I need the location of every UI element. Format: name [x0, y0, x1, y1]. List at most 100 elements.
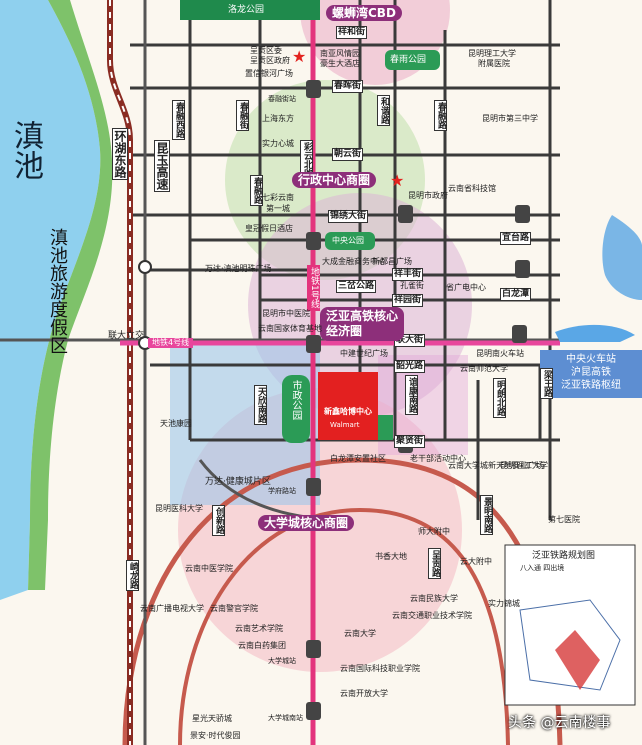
interchange-icon	[138, 260, 152, 274]
road-chuangxin: 创新路	[212, 505, 225, 536]
road-shaoguang: 韶光路	[394, 360, 426, 373]
label-yunnanxinxin: 云南大学城新天地商业广场	[448, 461, 544, 470]
label-chenggongqu: 呈贡区委	[250, 46, 282, 55]
park-chunyu: 春雨公园	[390, 55, 427, 65]
road-sanqu: 三岔公路	[336, 280, 377, 293]
lake-shore	[28, 0, 113, 590]
chunyu-park	[385, 50, 440, 70]
center-building	[318, 372, 378, 440]
label-kunmingshida: 昆明理工大学	[468, 49, 516, 58]
label-qicai: 七彩云南	[262, 193, 294, 202]
road-hehe: 和谐路	[377, 95, 390, 126]
road-baishao: 白龙潭	[500, 288, 532, 301]
hub-line1: 中央火车站	[566, 354, 616, 365]
road-kunyu: 昆玉高速	[154, 140, 170, 192]
subway4-label: 地铁4号线	[148, 338, 194, 348]
label-lianda-lijiao: 联大立交	[108, 331, 145, 341]
luolong-park	[180, 0, 320, 20]
road-xiangyuan: 祥园街	[392, 294, 424, 307]
label-baiyun: 白龙潭安置社区	[330, 454, 386, 463]
road-jinxiu: 锦绣大街	[328, 210, 369, 223]
label-kunmingzhongyi: 昆明市中医院	[262, 309, 310, 318]
label-wanda-dianchi: 万达·滇池明珠广场	[205, 264, 272, 273]
road-xiangfeng: 祥丰街	[392, 268, 424, 281]
park-civic: 市政公园	[290, 380, 301, 420]
label-yunnanjiaotong: 云南交通职业技术学院	[392, 611, 472, 620]
small-lake	[602, 215, 642, 300]
area-uni: 大学城核心商圈	[258, 515, 355, 531]
label-diqi: 第七医院	[548, 515, 580, 524]
label-yunnanguangdian: 云南广播电视大学	[140, 604, 204, 613]
star-icon: ★	[292, 47, 306, 66]
label-zhixin: 置信银河广场	[245, 69, 293, 78]
label-shanghai: 上海东方	[262, 114, 294, 123]
label-xinglong: 星光天骄城	[192, 714, 232, 723]
road-chunrong-mid: 春融街	[236, 100, 249, 131]
label-shuxiang: 书香大地	[375, 552, 407, 561]
station-label: 大学城南站	[268, 714, 303, 722]
road-chunhui: 春晖街	[332, 80, 364, 93]
label-fushu: 附属医院	[478, 59, 510, 68]
label-yunnanguoji: 云南国际科技职业学院	[340, 664, 420, 673]
small-park	[375, 415, 393, 440]
station-markers	[306, 80, 530, 720]
road-jingming: 景明南路	[480, 495, 493, 535]
label-kunminglg: 昆明理工大学	[500, 461, 548, 470]
area-cbd: 螺蛳湾CBD	[326, 5, 402, 21]
central-park	[325, 232, 375, 250]
lake-name: 滇池	[8, 120, 43, 180]
label-chenggongzhengfu: 呈贡区政府	[250, 56, 290, 65]
label-shili: 实力心城	[262, 139, 294, 148]
road-xianghe: 祥和街	[336, 26, 368, 39]
station-label: 春融街站	[268, 95, 296, 103]
road-liangcheng: 梁王路	[540, 368, 553, 399]
label-nanyafeng: 南亚风情园	[320, 49, 360, 58]
label-shengguang: 省广电中心	[446, 283, 486, 292]
label-kunmingyike: 昆明医科大学	[155, 504, 203, 513]
label-haozhuang: 豪生大酒店	[320, 59, 360, 68]
label-yunnanda-fz: 云大附中	[460, 557, 492, 566]
road-chunrong-e2: 春融路	[434, 100, 447, 131]
hub-box	[540, 350, 642, 398]
inset-title: 泛亚铁路规划图	[532, 551, 596, 561]
label-zhongjian: 中建世纪广场	[340, 349, 388, 358]
label-yunnandaxue: 云南大学	[344, 629, 376, 638]
label-yunnankaifang: 云南开放大学	[340, 689, 388, 698]
subway1-label: 地铁1号线	[307, 265, 320, 311]
label-kunmingszx: 昆明市政府	[408, 191, 448, 200]
label-yunnanguojia: 云南国家体育基地	[258, 324, 322, 333]
label-huangguan: 皇冠假日酒店	[245, 224, 293, 233]
label-yunnanbaiyao: 云南白药集团	[238, 641, 286, 650]
resort-name: 滇池旅游度假区	[47, 228, 68, 354]
road-juxian: 聚贤街	[394, 435, 426, 448]
road-tianxin: 天欣南路	[254, 385, 267, 425]
road-huanhu: 环湖东路	[112, 128, 128, 180]
label-kongque: 孔雀街	[400, 281, 424, 290]
road-minglang: 明朗北路	[493, 378, 506, 418]
road-yitai: 宜台路	[500, 232, 532, 245]
label-kunmingsan: 昆明市第三中学	[482, 114, 538, 123]
inset-panel	[504, 544, 636, 706]
park-luolong: 洛龙公园	[228, 5, 265, 15]
hub-line3: 泛亚铁路枢纽	[561, 380, 621, 391]
station-label: 学府路站	[268, 487, 296, 495]
civic-park	[282, 375, 310, 443]
inset-network-red	[555, 630, 600, 690]
train-icon	[555, 324, 635, 342]
label-yunnankj: 云南省科技馆	[448, 184, 496, 193]
area-admin: 行政中心商圈	[292, 172, 377, 188]
ring-road-inner	[178, 507, 510, 745]
road-chunrong-e: 春融路	[250, 175, 263, 206]
road-chaoyun: 朝云街	[332, 148, 364, 161]
label-dacheng: 大成金融商务中心	[322, 257, 386, 266]
area-hsr: 泛亚高铁核心经济圈	[320, 307, 404, 341]
center-partner: Walmart	[330, 421, 360, 429]
road-yikang: 谊康南路	[405, 375, 418, 415]
label-jingan: 景安·时代俊园	[190, 731, 241, 740]
label-tianchi: 天池康园	[160, 419, 192, 428]
station-label: 大学城站	[268, 657, 296, 665]
dianchi-lake	[0, 0, 101, 600]
